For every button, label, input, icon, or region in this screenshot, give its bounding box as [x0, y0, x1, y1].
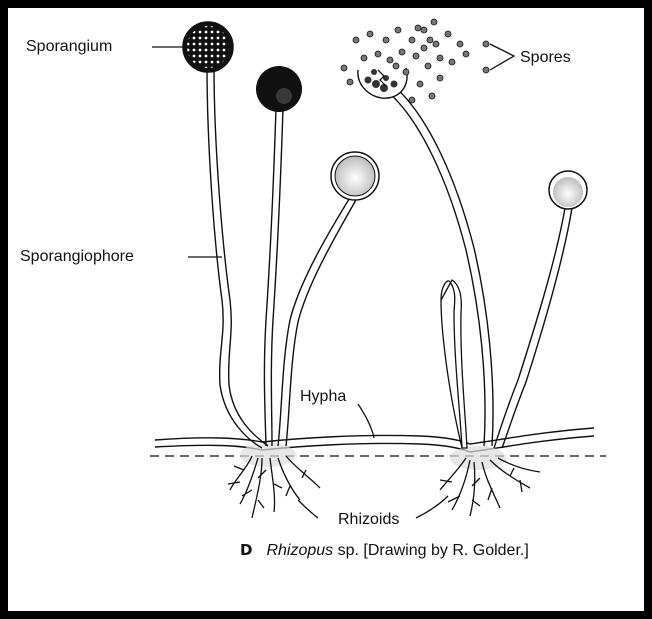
sporangium-young	[549, 171, 587, 209]
label-rhizoids: Rhizoids	[338, 512, 399, 528]
panel-letter: D	[240, 541, 252, 559]
caption-genus: Rhizopus	[266, 542, 333, 559]
leader-hypha	[358, 404, 374, 438]
sporangium-dotted	[183, 22, 233, 72]
sporangiophore-2	[264, 108, 276, 446]
caption-rest: sp. [Drawing by R. Golder.]	[333, 542, 529, 559]
leader-rhizoids-right	[416, 496, 448, 518]
sporangium-dark	[256, 66, 302, 112]
label-sporangiophore: Sporangiophore	[20, 249, 134, 265]
spores-bracket	[490, 44, 514, 70]
sporangium-pale	[331, 152, 379, 200]
young-sporangiophore	[441, 280, 467, 448]
label-hypha: Hypha	[300, 389, 346, 405]
label-sporangium: Sporangium	[26, 39, 112, 55]
spore-cloud	[341, 19, 469, 103]
label-spores: Spores	[520, 50, 571, 66]
hypha-stolon	[155, 428, 594, 444]
figure-caption: D Rhizopus sp. [Drawing by R. Golder.]	[240, 541, 529, 560]
leader-rhizoids-left	[298, 500, 318, 518]
sporangiophore-5	[494, 208, 565, 448]
sporangium-burst	[358, 68, 407, 98]
